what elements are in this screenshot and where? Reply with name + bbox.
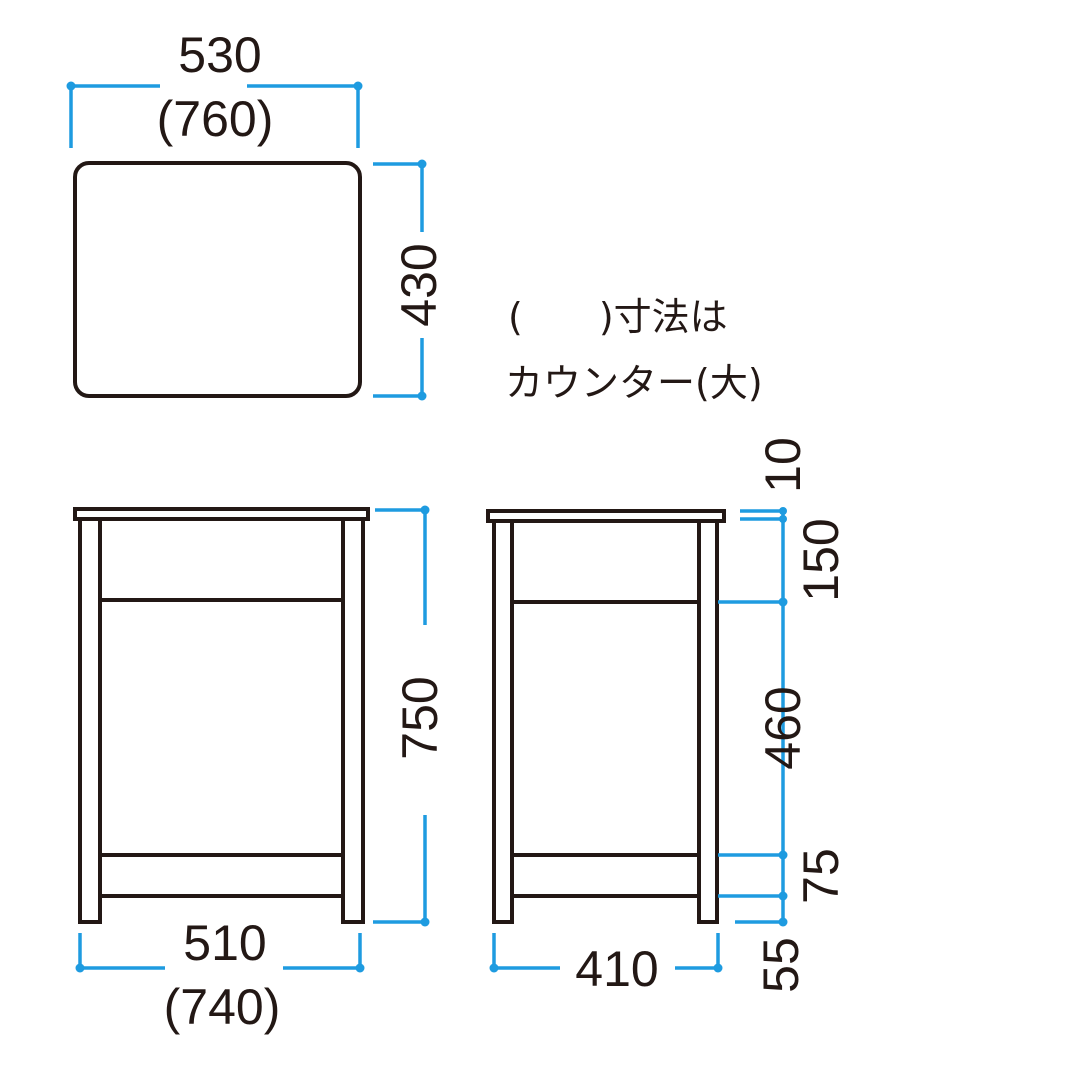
side-dim-75-label: 75 [793,848,849,904]
top-width-alt-label: (760) [157,91,274,147]
front-left-leg [78,517,102,924]
tabletop-plan [73,161,362,398]
top-depth-label: 430 [391,243,447,326]
note: ( )寸法は カウンター(大) [505,295,763,405]
side-top-board [486,509,726,523]
front-top-board [73,507,370,521]
top-width-label: 530 [178,27,261,83]
side-dim-10-label: 10 [755,437,811,493]
front-height-label: 750 [392,676,448,759]
side-dim-55-label: 55 [753,937,809,993]
front-right-leg [341,517,365,924]
side-dim-460-label: 460 [755,686,811,769]
side-view: 10 150 460 75 55 410 [486,437,849,997]
side-vertical-dimension-chain [718,509,785,924]
front-base-width-label: 510 [183,915,266,971]
side-right-leg [697,519,719,924]
front-view: 750 510 (740) [73,505,448,1035]
note-line-1: ( )寸法は [508,295,728,339]
top-view: 530 (760) 430 [66,27,447,401]
side-left-leg [492,519,514,924]
side-dim-150-label: 150 [793,518,849,601]
note-line-2: カウンター(大) [505,361,763,405]
front-base-width-alt-label: (740) [164,979,281,1035]
side-base-depth-label: 410 [575,941,658,997]
